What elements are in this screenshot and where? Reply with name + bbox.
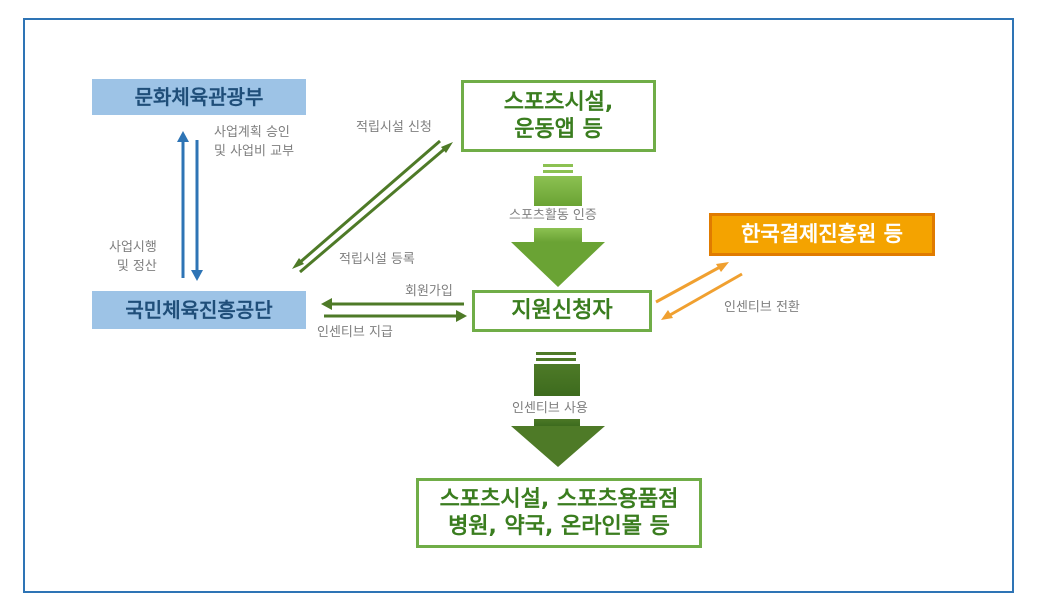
label-plan-approval-line-1: 사업계획 승인 [214, 125, 290, 140]
ministry-kspo-arrows [177, 131, 203, 281]
node-ministry-label: 문화체육관광부 [134, 84, 264, 109]
label-incentive-convert: 인센티브 전환 [724, 300, 800, 315]
node-sports-facility-line-2: 운동앱 등 [514, 117, 603, 142]
node-usage-places-line-2: 병원, 약국, 온라인몰 등 [448, 514, 670, 539]
incentive-use-down-arrow [511, 352, 605, 467]
label-execution: 사업시행 및 정산 [109, 239, 157, 277]
label-plan-approval: 사업계획 승인 및 사업비 교부 [214, 124, 294, 162]
label-reward-apply: 적립시설 신청 [356, 120, 432, 135]
node-applicant: 지원신청자 [472, 290, 652, 332]
label-incentive-use: 인센티브 사용 [509, 400, 591, 419]
label-execution-line-2: 및 정산 [116, 258, 157, 274]
node-sports-facility: 스포츠시설, 운동앱 등 [461, 80, 656, 152]
node-kspo: 국민체육진흥공단 [92, 291, 306, 329]
node-kftc: 한국결제진흥원 등 [709, 213, 935, 256]
label-reward-register: 적립시설 등록 [339, 252, 415, 267]
applicant-kftc-arrows [655, 262, 743, 320]
facility-kspo-arrows [292, 139, 453, 274]
node-ministry: 문화체육관광부 [92, 79, 306, 115]
node-usage-places-line-1: 스포츠시설, 스포츠용품점 [439, 486, 679, 512]
label-sports-cert: 스포츠활동 인증 [506, 207, 600, 226]
label-join: 회원가입 [405, 284, 453, 299]
node-usage-places: 스포츠시설, 스포츠용품점 병원, 약국, 온라인몰 등 [416, 478, 702, 548]
diagram-frame [23, 18, 1014, 593]
sports-cert-down-arrow [511, 164, 605, 287]
kspo-applicant-arrows [321, 298, 467, 322]
node-kftc-label: 한국결제진흥원 등 [741, 222, 903, 247]
node-sports-facility-line-1: 스포츠시설, [503, 89, 614, 115]
label-execution-line-1: 사업시행 [109, 240, 157, 255]
label-incentive-pay: 인센티브 지급 [317, 325, 393, 340]
label-plan-approval-line-2: 및 사업비 교부 [214, 143, 295, 159]
node-applicant-label: 지원신청자 [511, 298, 613, 324]
node-kspo-label: 국민체육진흥공단 [125, 297, 273, 322]
